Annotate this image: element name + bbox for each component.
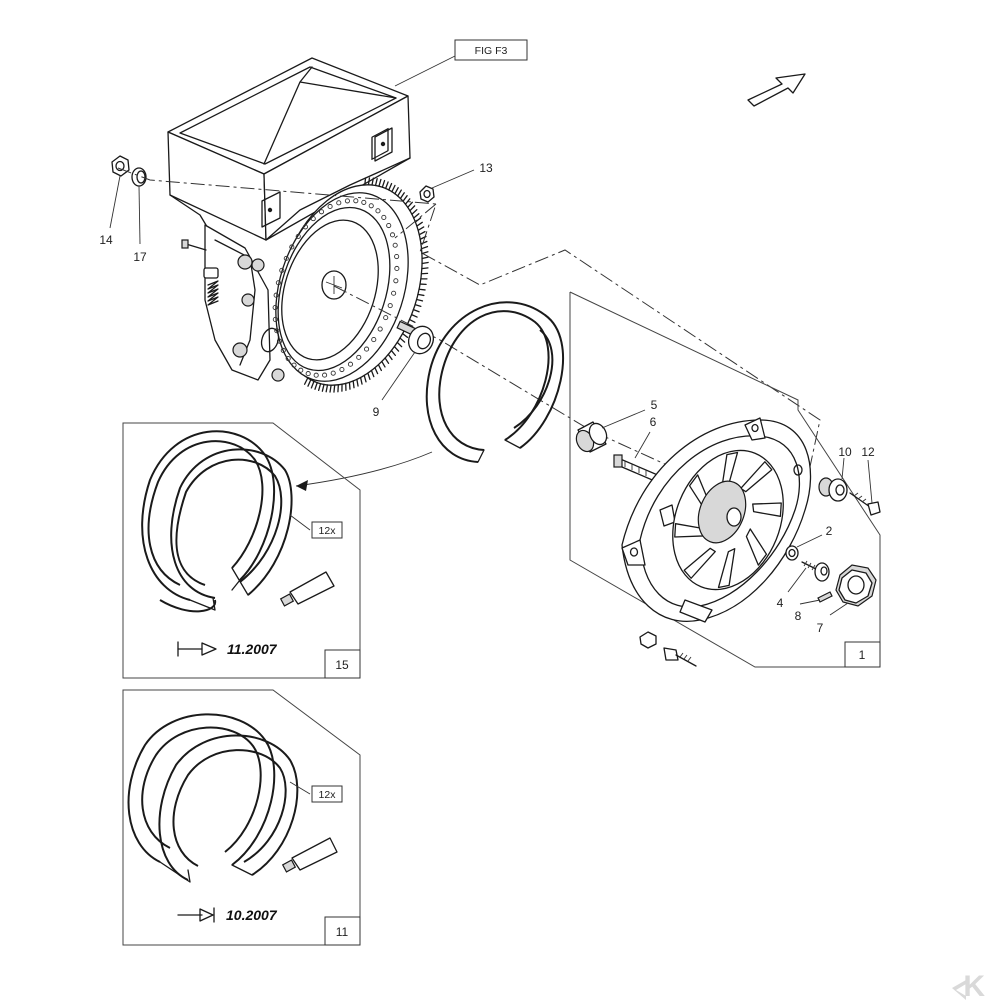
callout-2: 2	[826, 524, 833, 538]
callout-8: 8	[795, 609, 802, 623]
kit-11-frame	[122, 689, 361, 946]
nut-14	[111, 155, 130, 177]
from-date-marker: 11.2007	[177, 641, 278, 657]
kit-15-box[interactable]	[324, 649, 361, 679]
kit-15-frame	[122, 422, 361, 679]
callout-9: 9	[373, 405, 380, 419]
meter-cover	[621, 417, 812, 623]
kit-11-seal-rings	[127, 713, 299, 883]
callout-12: 12	[861, 445, 875, 459]
nut-13	[419, 185, 435, 203]
kit-15-seal-rings	[141, 430, 293, 613]
callout-15: 15	[335, 658, 349, 672]
kit-11-date: 10.2007	[226, 907, 278, 923]
bolt-9	[396, 320, 435, 355]
washer-2	[785, 545, 799, 561]
knob-7	[835, 564, 877, 607]
figure-reference[interactable]: FIG F3	[394, 39, 528, 87]
disc-holes	[272, 198, 400, 378]
grease-tube-icon-2	[281, 837, 338, 873]
seal-ring	[425, 301, 565, 463]
spacer-10	[818, 477, 848, 502]
grease-tube-icon	[279, 571, 335, 607]
washer-17	[131, 167, 147, 187]
assembly-1-frame	[569, 291, 881, 668]
pin-8	[817, 591, 833, 603]
seed-disc	[260, 177, 429, 393]
kit-15-quantity: 12x	[319, 525, 337, 537]
callout-6: 6	[650, 415, 657, 429]
callout-14: 14	[99, 233, 113, 247]
callout-5: 5	[651, 398, 658, 412]
kit-15-date: 11.2007	[227, 641, 278, 657]
until-date-marker: 10.2007	[177, 907, 278, 923]
figure-reference-label: FIG F3	[475, 45, 508, 57]
kit-11-box[interactable]	[324, 916, 361, 946]
kit-11-quantity: 12x	[319, 789, 337, 801]
bushing-5	[575, 421, 608, 453]
meter-housing	[181, 224, 285, 382]
callout-10: 10	[838, 445, 852, 459]
gear-teeth	[303, 177, 429, 393]
callout-7: 7	[817, 621, 824, 635]
brand-logo: K	[952, 970, 985, 1000]
callout-13: 13	[479, 161, 493, 175]
seed-hopper	[167, 57, 411, 241]
shaft-6	[613, 454, 661, 483]
bottom-bolt	[639, 631, 697, 667]
callout-4: 4	[777, 596, 784, 610]
bolt-4	[801, 560, 830, 582]
direction-arrow-icon	[747, 73, 806, 107]
assembly-1-box[interactable]	[844, 641, 881, 668]
callout-1: 1	[859, 648, 866, 662]
screw-12	[849, 492, 881, 516]
callout-17: 17	[133, 250, 147, 264]
callout-11: 11	[336, 925, 349, 939]
brand-logo-letter: K	[963, 970, 985, 1000]
